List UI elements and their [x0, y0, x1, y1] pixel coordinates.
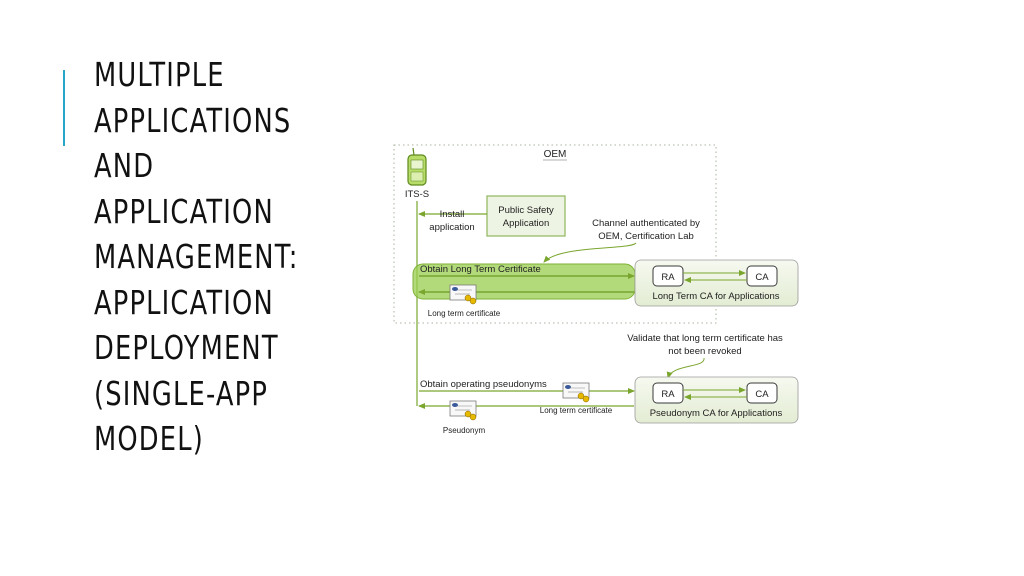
pseudonym-icon — [449, 400, 477, 421]
pca-ca-box — [746, 382, 778, 404]
install-label-2: application — [429, 222, 474, 233]
validate-pointer — [666, 357, 705, 379]
its-label: ITS-S — [405, 189, 429, 200]
certificate-icon — [562, 382, 590, 403]
psa-box — [486, 195, 566, 237]
title-line: MODEL) — [94, 419, 204, 458]
obtain-pseudo-label: Obtain operating pseudonyms — [420, 379, 547, 390]
phone-icon — [407, 147, 427, 186]
oem-boundary — [393, 144, 717, 324]
title-line: (SINGLE-APP — [94, 373, 269, 413]
channel-pointer — [543, 242, 637, 263]
title-line: MULTIPLE — [94, 55, 225, 94]
ltca-ra-label: RA — [661, 272, 675, 283]
ltca-ca-box — [746, 265, 778, 287]
pca-label: Pseudonym CA for Applications — [650, 408, 783, 419]
psa-label-1: Public Safety — [498, 205, 554, 216]
pca-ra-box — [652, 382, 684, 404]
title-line: DEPLOYMENT — [94, 328, 279, 367]
channel-note-1: Channel authenticated by — [592, 218, 700, 229]
title-line: APPLICATION — [94, 191, 274, 231]
install-label-1: Install — [440, 209, 465, 220]
validate-note-2: not been revoked — [668, 346, 741, 357]
pca-ca-label: CA — [755, 389, 769, 400]
obtain-ltc-label: Obtain Long Term Certificate — [420, 264, 541, 275]
pseudonym-caption: Pseudonym — [443, 426, 486, 435]
title-line: AND — [94, 146, 155, 185]
ltca-ra-box — [652, 265, 684, 287]
ltca-label: Long Term CA for Applications — [652, 291, 779, 302]
title-line: APPLICATION — [94, 282, 274, 322]
psa-label-2: Application — [503, 218, 549, 229]
oem-label: OEM — [544, 149, 567, 160]
ltc-caption: Long term certificate — [428, 309, 501, 318]
pca-ra-label: RA — [661, 389, 675, 400]
ltc-caption-2: Long term certificate — [540, 406, 613, 415]
accent-bar — [63, 70, 65, 146]
title-line: MANAGEMENT: — [94, 237, 299, 276]
slide-title: MULTIPLE APPLICATIONS AND APPLICATION MA… — [94, 52, 297, 462]
channel-note-2: OEM, Certification Lab — [598, 231, 694, 242]
ltca-ca-label: CA — [755, 272, 769, 283]
validate-note-1: Validate that long term certificate has — [627, 333, 783, 344]
certificate-icon — [449, 284, 477, 305]
title-line: APPLICATIONS — [94, 100, 292, 140]
